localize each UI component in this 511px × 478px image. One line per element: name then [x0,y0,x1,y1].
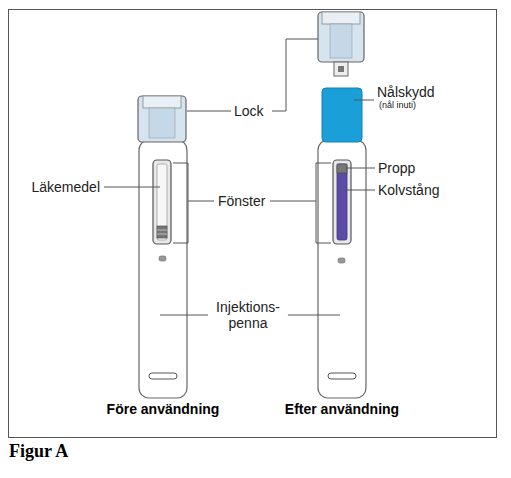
leader-lines [104,39,375,315]
figure-caption: Figur A [9,443,68,459]
part-label: Lock [234,103,264,119]
part-label: Propp [378,160,415,176]
state-label: Efter användning [285,401,399,417]
part-label: Läkemedel [32,179,101,195]
state-label: Före användning [107,401,220,417]
pen-before [138,96,187,398]
part-label: Kolvstång [378,182,439,198]
part-note: (nål inuti) [379,100,416,111]
part-label: Fönster [218,193,265,209]
part-label: Injektions- penna [209,299,287,331]
frame [9,10,497,438]
pen-after [318,12,366,398]
part-label: Nålskydd [377,84,435,100]
